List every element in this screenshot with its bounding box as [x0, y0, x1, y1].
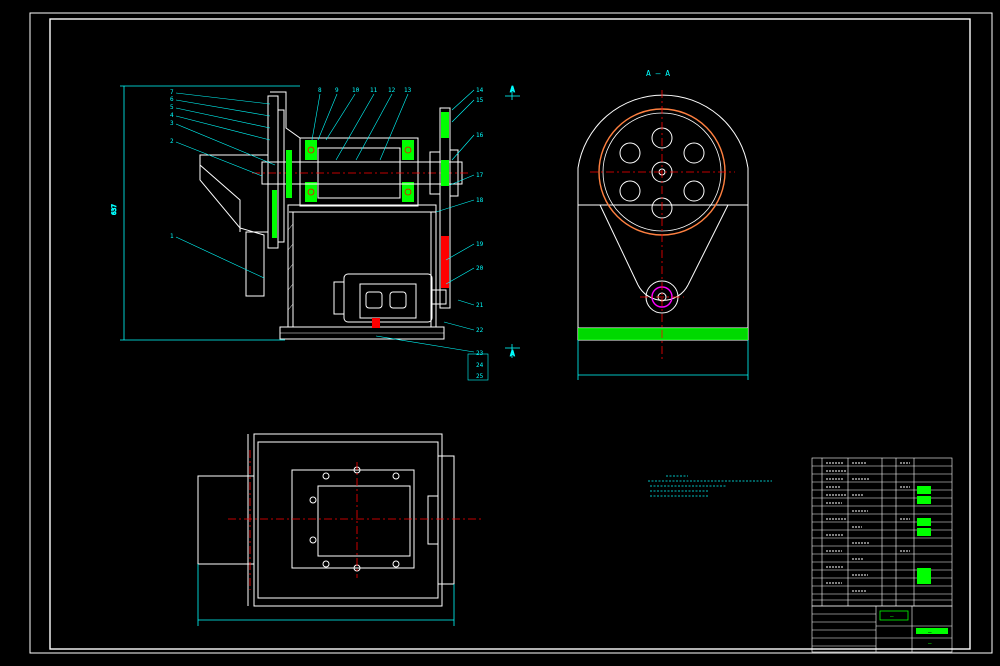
- balloon: 14: [476, 87, 484, 94]
- technical-notes: [648, 475, 772, 497]
- hopper: [199, 154, 269, 297]
- balloon: 21: [476, 302, 484, 309]
- side-view: A — A: [577, 69, 749, 380]
- balloon: 22: [476, 327, 484, 334]
- bom-highlight-cells: [917, 486, 931, 584]
- balloon: 1: [170, 233, 174, 240]
- belt-section: [441, 236, 449, 288]
- top-centerlines: [228, 450, 484, 590]
- section-label-bottom: A: [510, 349, 515, 358]
- balloon: 19: [476, 241, 484, 248]
- section-dimensions: 6 3 7: [111, 85, 300, 341]
- title-tag: —: [890, 613, 894, 620]
- disk-hatch: [272, 190, 277, 238]
- balloon: 6: [170, 96, 174, 103]
- balloon: 18: [476, 197, 484, 204]
- svg-text:637: 637: [111, 204, 118, 215]
- side-base-hatch: [578, 328, 748, 340]
- balloon: 17: [476, 172, 484, 179]
- balloon: 9: [335, 87, 339, 94]
- balloon: 15: [476, 97, 484, 104]
- hub-hatch: [286, 150, 292, 198]
- pulley-hatch-top: [441, 112, 449, 138]
- balloon: 4: [170, 112, 174, 119]
- balloon: 16: [476, 132, 484, 139]
- balloon: 20: [476, 265, 484, 272]
- bearings: [305, 140, 414, 202]
- part-balloons: 1 2 3 4 5 6 7 8 9 10 11 12 13 14 15 16 1…: [170, 87, 484, 380]
- side-view-title: A — A: [646, 69, 670, 78]
- section-label-top: A: [510, 85, 515, 94]
- balloon: 23: [476, 350, 484, 357]
- bom-text-bars: [826, 462, 910, 592]
- balloon: 12: [388, 87, 396, 94]
- balloon: 8: [318, 87, 322, 94]
- balloon: 10: [352, 87, 360, 94]
- top-view: [197, 433, 484, 626]
- motor-bolt: [372, 318, 380, 328]
- sheet-border: [29, 12, 993, 654]
- side-centerlines: [590, 90, 735, 360]
- title-tag-box: [879, 610, 909, 621]
- balloon: 3: [170, 120, 174, 127]
- column-hatch: [287, 223, 294, 311]
- side-dimension: [577, 340, 749, 380]
- leader-lines: [175, 89, 489, 381]
- balloon: 11: [370, 87, 378, 94]
- section-cut-markers: A A: [505, 85, 520, 358]
- balloon: 25: [476, 373, 484, 380]
- drawing-code-bar: [916, 628, 948, 634]
- drawing-code: —: [928, 629, 932, 636]
- balloon: 2: [170, 138, 174, 145]
- shaft-pulley: [429, 107, 459, 309]
- bearing-seals: [307, 146, 412, 196]
- section-view: 6 3 7: [111, 85, 520, 381]
- pulley-hatch-mid: [441, 160, 449, 186]
- balloon: 5: [170, 104, 174, 111]
- motor: [333, 273, 447, 323]
- bom-table: — — —: [811, 457, 953, 653]
- balloon: 7: [170, 89, 174, 96]
- top-dimension: [197, 564, 455, 626]
- drawing-number: —: [928, 640, 932, 647]
- balloon: 13: [404, 87, 412, 94]
- balloon: 24: [476, 362, 484, 369]
- title-block-grid: [811, 605, 953, 653]
